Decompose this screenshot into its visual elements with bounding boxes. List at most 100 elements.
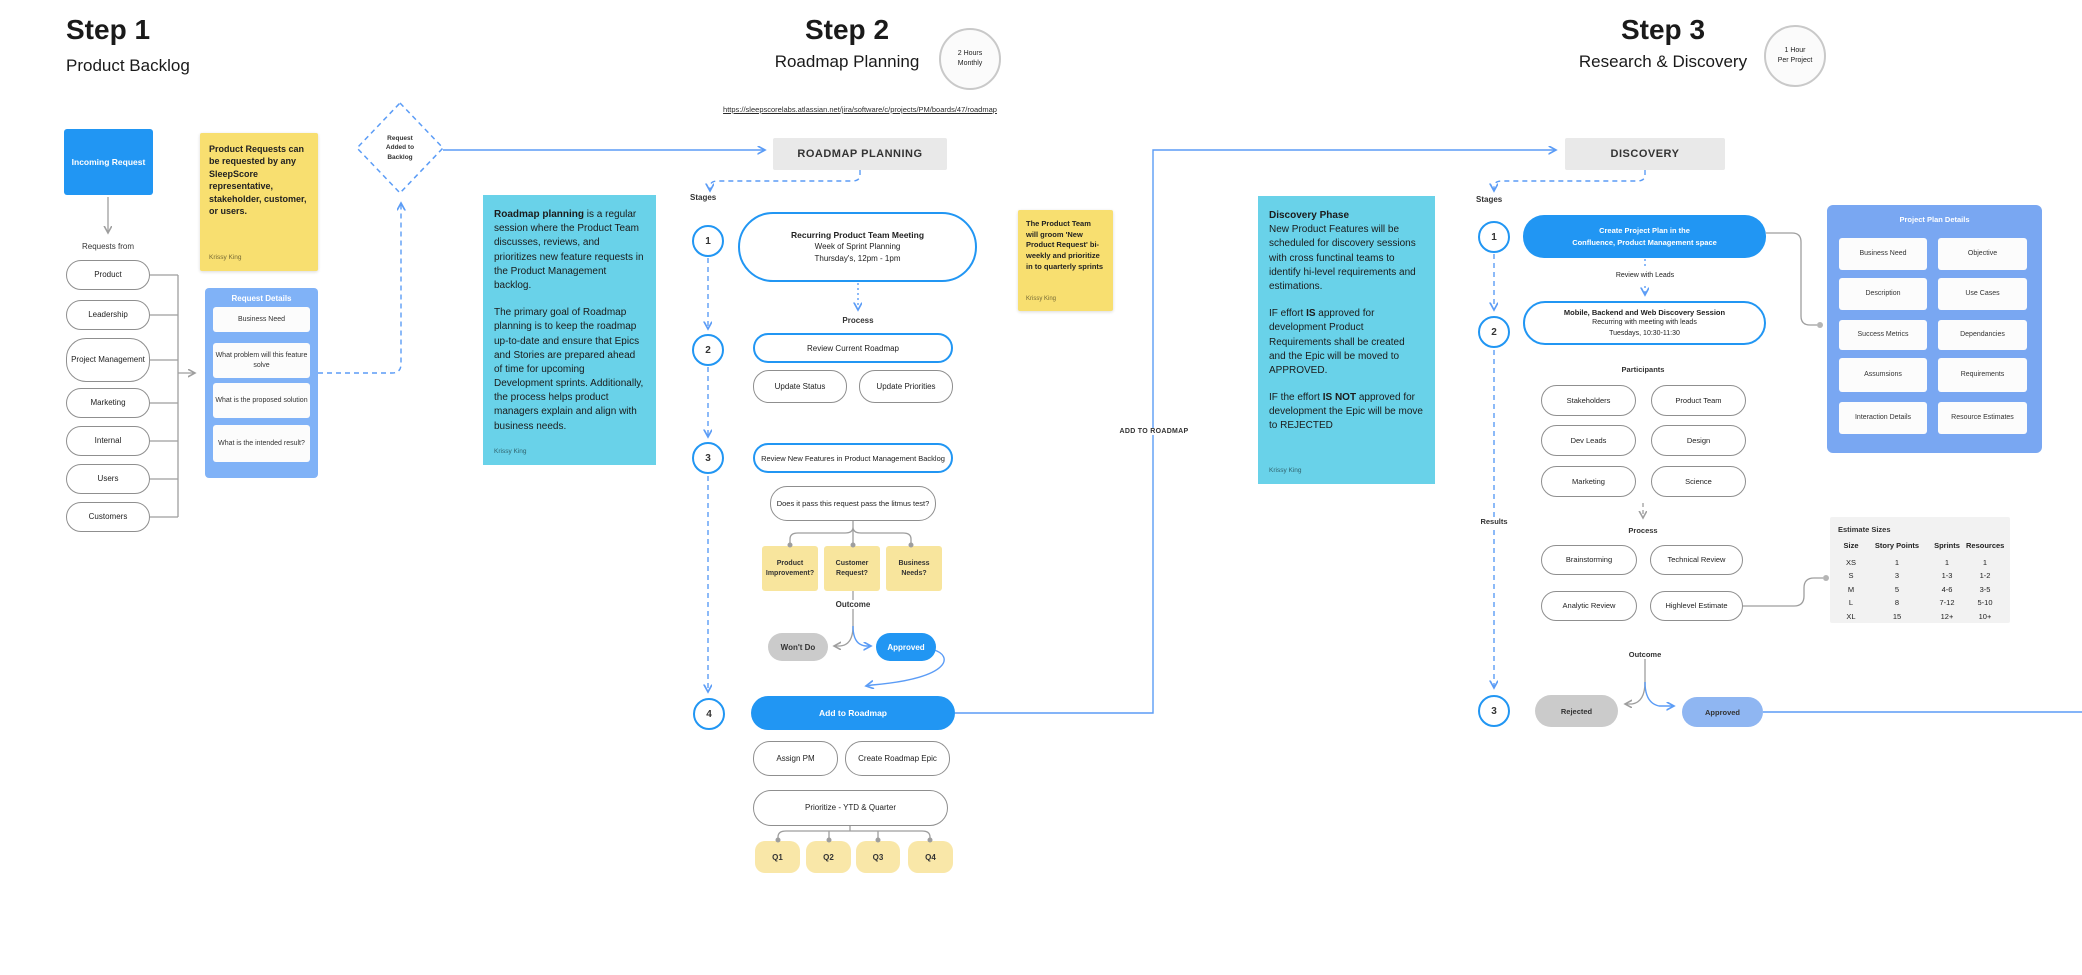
note-author: Krissy King xyxy=(1026,296,1057,303)
participant-stakeholders[interactable]: Stakeholders xyxy=(1541,385,1636,416)
process-analytic-review[interactable]: Analytic Review xyxy=(1541,591,1637,621)
step2-stage-4[interactable]: 4 xyxy=(693,698,725,730)
plan-item-success-metrics[interactable]: Success Metrics xyxy=(1839,320,1927,350)
source-project-management[interactable]: Project Management xyxy=(66,338,150,382)
plan-item-requirements[interactable]: Requirements xyxy=(1938,358,2027,392)
process-brainstorming[interactable]: Brainstorming xyxy=(1541,545,1637,575)
quarter-q2[interactable]: Q2 xyxy=(806,841,851,873)
participants-label: Participants xyxy=(1603,365,1683,374)
plan-item-assumsions[interactable]: Assumsions xyxy=(1839,358,1927,392)
plan-item-description[interactable]: Description xyxy=(1839,278,1927,310)
project-plan-details-panel[interactable]: Project Plan Details Business Need Objec… xyxy=(1827,205,2042,453)
sticky-note-product-requests[interactable]: Product Requests can be requested by any… xyxy=(200,133,318,271)
step3-stages-label: Stages xyxy=(1476,195,1503,204)
note-text: Product Requests can be requested by any… xyxy=(209,144,307,217)
discovery-header[interactable]: DISCOVERY xyxy=(1565,138,1725,170)
source-customers[interactable]: Customers xyxy=(66,502,150,532)
roadmap-planning-header[interactable]: ROADMAP PLANNING xyxy=(773,138,947,170)
update-priorities-node[interactable]: Update Priorities xyxy=(859,370,953,403)
roadmap-board-link[interactable]: https://sleepscorelabs.atlassian.net/jir… xyxy=(723,105,997,114)
review-current-roadmap-node[interactable]: Review Current Roadmap xyxy=(753,333,953,363)
recurring-meeting-node[interactable]: Recurring Product Team Meeting Week of S… xyxy=(738,212,977,282)
step3-outcome-label: Outcome xyxy=(1615,650,1675,659)
plan-item-resource-estimates[interactable]: Resource Estimates xyxy=(1938,402,2027,434)
review-with-leads-label: Review with Leads xyxy=(1595,272,1695,279)
participant-science[interactable]: Science xyxy=(1651,466,1746,497)
step3-stage-1[interactable]: 1 xyxy=(1478,221,1510,253)
project-plan-title: Project Plan Details xyxy=(1899,215,1970,224)
estimate-sizes-panel[interactable]: Estimate Sizes Size Story Points Sprints… xyxy=(1830,517,2010,623)
participant-product-team[interactable]: Product Team xyxy=(1651,385,1746,416)
litmus-option-business-needs[interactable]: Business Needs? xyxy=(886,546,942,591)
step2-stages-label: Stages xyxy=(690,193,717,202)
create-project-plan-node[interactable]: Create Project Plan in the Confluence, P… xyxy=(1523,215,1766,258)
source-users[interactable]: Users xyxy=(66,464,150,494)
quarter-q1[interactable]: Q1 xyxy=(755,841,800,873)
step2-stage-1[interactable]: 1 xyxy=(692,225,724,257)
incoming-request-node[interactable]: Incoming Request xyxy=(64,129,153,195)
participant-dev-leads[interactable]: Dev Leads xyxy=(1541,425,1636,456)
add-to-roadmap-connector-label: ADD TO ROADMAP xyxy=(1114,428,1194,435)
plan-item-objective[interactable]: Objective xyxy=(1938,238,2027,270)
requests-from-label: Requests from xyxy=(66,242,150,251)
decision-request-added-to-backlog[interactable]: Request Added to Backlog xyxy=(385,134,415,161)
request-details-item[interactable]: What is the proposed solution xyxy=(213,383,310,418)
request-details-item[interactable]: What is the intended result? xyxy=(213,425,310,462)
step2-stage-2[interactable]: 2 xyxy=(692,334,724,366)
source-marketing[interactable]: Marketing xyxy=(66,388,150,418)
note-author: Krissy King xyxy=(209,254,242,262)
wont-do-node[interactable]: Won't Do xyxy=(768,633,828,661)
approved-node-step3[interactable]: Approved xyxy=(1682,697,1763,727)
participant-marketing[interactable]: Marketing xyxy=(1541,466,1636,497)
roadmap-planning-description[interactable]: Roadmap planning is a regular session wh… xyxy=(483,195,656,465)
step1-title: Step 1 xyxy=(66,14,151,45)
quarter-q3[interactable]: Q3 xyxy=(856,841,900,873)
request-details-panel[interactable]: Request Details Business Need What probl… xyxy=(205,288,318,478)
source-product[interactable]: Product xyxy=(66,260,150,290)
review-new-features-node[interactable]: Review New Features in Product Managemen… xyxy=(753,443,953,473)
step3-subtitle: Research & Discovery xyxy=(1578,52,1748,71)
process-technical-review[interactable]: Technical Review xyxy=(1650,545,1743,575)
discovery-session-node[interactable]: Mobile, Backend and Web Discovery Sessio… xyxy=(1523,301,1766,345)
assign-pm-node[interactable]: Assign PM xyxy=(753,741,838,776)
discovery-phase-description[interactable]: Discovery Phase New Product Features wil… xyxy=(1258,196,1435,484)
step3-stage-2[interactable]: 2 xyxy=(1478,316,1510,348)
create-roadmap-epic-node[interactable]: Create Roadmap Epic xyxy=(845,741,950,776)
source-leadership[interactable]: Leadership xyxy=(66,300,150,330)
step3-stage-3[interactable]: 3 xyxy=(1478,695,1510,727)
step1-subtitle: Product Backlog xyxy=(66,56,190,75)
step3-time-badge[interactable]: 1 Hour Per Project xyxy=(1764,25,1826,87)
plan-item-dependancies[interactable]: Dependancies xyxy=(1938,320,2027,350)
step2-stage-3[interactable]: 3 xyxy=(692,442,724,474)
sticky-note-groom-requests[interactable]: The Product Team will groom 'New Product… xyxy=(1018,210,1113,311)
quarter-q4[interactable]: Q4 xyxy=(908,841,953,873)
update-status-node[interactable]: Update Status xyxy=(753,370,847,403)
plan-item-interaction-details[interactable]: Interaction Details xyxy=(1839,402,1927,434)
step2-time-badge[interactable]: 2 Hours Monthly xyxy=(939,28,1001,90)
step3-title: Step 3 xyxy=(1620,14,1706,45)
request-details-item[interactable]: What problem will this feature solve xyxy=(213,343,310,378)
note-text: The Product Team will groom 'New Product… xyxy=(1026,219,1104,271)
participant-design[interactable]: Design xyxy=(1651,425,1746,456)
step2-title: Step 2 xyxy=(804,14,890,45)
process-highlevel-estimate[interactable]: Highlevel Estimate xyxy=(1650,591,1743,621)
results-label: Results xyxy=(1474,517,1514,526)
description-author: Krissy King xyxy=(1269,466,1302,474)
step2-process-label: Process xyxy=(820,316,896,325)
litmus-option-customer-request[interactable]: Customer Request? xyxy=(824,546,880,591)
litmus-question-node[interactable]: Does it pass this request pass the litmu… xyxy=(770,486,936,521)
plan-item-use-cases[interactable]: Use Cases xyxy=(1938,278,2027,310)
litmus-option-product-improvement[interactable]: Product Improvement? xyxy=(762,546,818,591)
description-author: Krissy King xyxy=(494,447,527,455)
plan-item-business-need[interactable]: Business Need xyxy=(1839,238,1927,270)
rejected-node[interactable]: Rejected xyxy=(1535,695,1618,727)
approved-node-step2[interactable]: Approved xyxy=(876,633,936,661)
request-details-title: Request Details xyxy=(231,294,292,303)
source-internal[interactable]: Internal xyxy=(66,426,150,456)
request-details-item[interactable]: Business Need xyxy=(213,307,310,332)
prioritize-node[interactable]: Prioritize - YTD & Quarter xyxy=(753,790,948,826)
add-to-roadmap-node[interactable]: Add to Roadmap xyxy=(751,696,955,730)
